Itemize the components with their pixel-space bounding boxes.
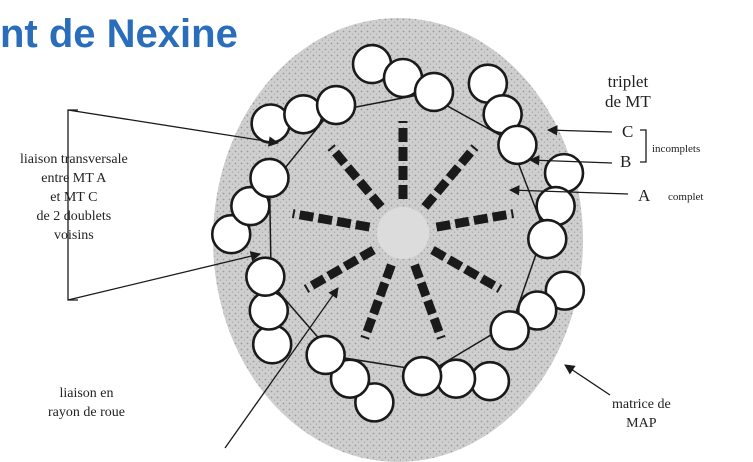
microtubule-c: [317, 86, 355, 124]
microtubule-c: [250, 159, 288, 197]
bracket-cb: [640, 130, 646, 162]
central-hub: [377, 207, 429, 259]
microtubule-b: [250, 292, 288, 330]
microtubule-a: [253, 325, 291, 363]
microtubule-b: [437, 360, 475, 398]
label-matrix: matrice de MAP: [612, 395, 671, 433]
triplet: [246, 258, 291, 364]
label-a: A: [638, 186, 650, 206]
microtubule-c: [498, 126, 536, 164]
arrow-matrix: [565, 365, 610, 395]
microtubule-c: [403, 357, 441, 395]
microtubule-c: [246, 258, 284, 296]
microtubule-c: [491, 311, 529, 349]
microtubule-c: [415, 73, 453, 111]
label-c: C: [622, 122, 633, 142]
microtubule-c: [528, 220, 566, 258]
label-triplet: triplet de MT: [605, 72, 651, 112]
microtubule-a: [471, 362, 509, 400]
label-transverse: liaison transversale entre MT A et MT C …: [20, 150, 128, 245]
triplet: [403, 357, 509, 400]
microtubule-c: [307, 336, 345, 374]
label-complet: complet: [668, 188, 703, 207]
label-spoke: liaison en rayon de roue: [48, 384, 125, 422]
label-b: B: [620, 152, 631, 172]
label-incomplets: incomplets: [652, 140, 700, 159]
